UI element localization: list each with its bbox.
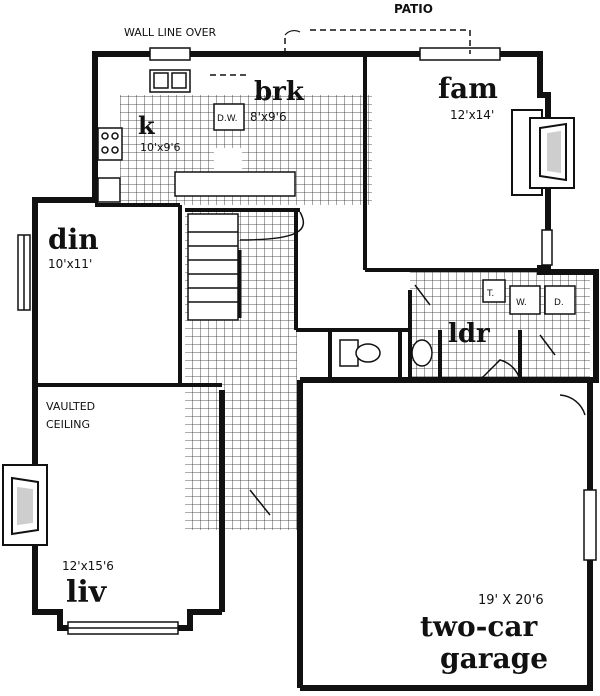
window-kitchen bbox=[149, 47, 191, 61]
fridge bbox=[97, 177, 121, 203]
windows bbox=[17, 47, 597, 635]
fam-label: fam bbox=[438, 72, 498, 105]
ceiling-label: CEILING bbox=[46, 418, 90, 431]
dashed-lines bbox=[210, 29, 471, 76]
din-dims: 10'x11' bbox=[48, 257, 92, 271]
window-fam bbox=[419, 47, 501, 61]
window-garage bbox=[583, 489, 597, 561]
dishwasher bbox=[213, 103, 245, 131]
garage-label-line1: two-car bbox=[420, 610, 539, 643]
k-dims: 10'x9'6 bbox=[140, 141, 181, 154]
interior-walls bbox=[35, 54, 540, 387]
dryer bbox=[544, 285, 576, 315]
brk-dims: 8'x9'6 bbox=[250, 110, 287, 124]
window-stair bbox=[541, 229, 553, 266]
brk-label: brk bbox=[254, 77, 305, 107]
doors bbox=[249, 29, 586, 516]
toilet-tank-label: T. bbox=[486, 289, 494, 299]
liv-label: liv bbox=[66, 575, 108, 610]
text-labels: PATIO WALL LINE OVER brk 8'x9'6 k 10'x9'… bbox=[46, 2, 564, 675]
patio-label: PATIO bbox=[394, 2, 433, 16]
liv-dims: 12'x15'6 bbox=[62, 559, 114, 573]
fireplace-fam bbox=[511, 109, 575, 196]
garage-label-line2: garage bbox=[440, 642, 548, 675]
dryer-label: D. bbox=[554, 298, 564, 308]
ldr-label: ldr bbox=[448, 319, 490, 349]
lav-sink bbox=[411, 339, 433, 367]
wall-north-kitchen bbox=[32, 51, 365, 631]
washer bbox=[509, 285, 541, 315]
range bbox=[97, 127, 123, 161]
fam-dims: 12'x14' bbox=[450, 108, 494, 122]
dishwasher-label: D.W. bbox=[217, 114, 238, 124]
fireplace-liv bbox=[2, 464, 48, 546]
stairs bbox=[187, 211, 305, 321]
k-label: k bbox=[138, 111, 156, 140]
vaulted-label: VAULTED bbox=[46, 400, 95, 413]
toilet-tank bbox=[482, 279, 506, 303]
fixtures bbox=[97, 69, 576, 367]
entry-tile bbox=[185, 330, 297, 530]
wall-line-over-label: WALL LINE OVER bbox=[124, 26, 217, 39]
garage-dims: 19' X 20'6 bbox=[478, 593, 544, 608]
din-label: din bbox=[48, 223, 99, 256]
kitchen-island bbox=[174, 171, 296, 197]
washer-label: W. bbox=[516, 298, 527, 308]
